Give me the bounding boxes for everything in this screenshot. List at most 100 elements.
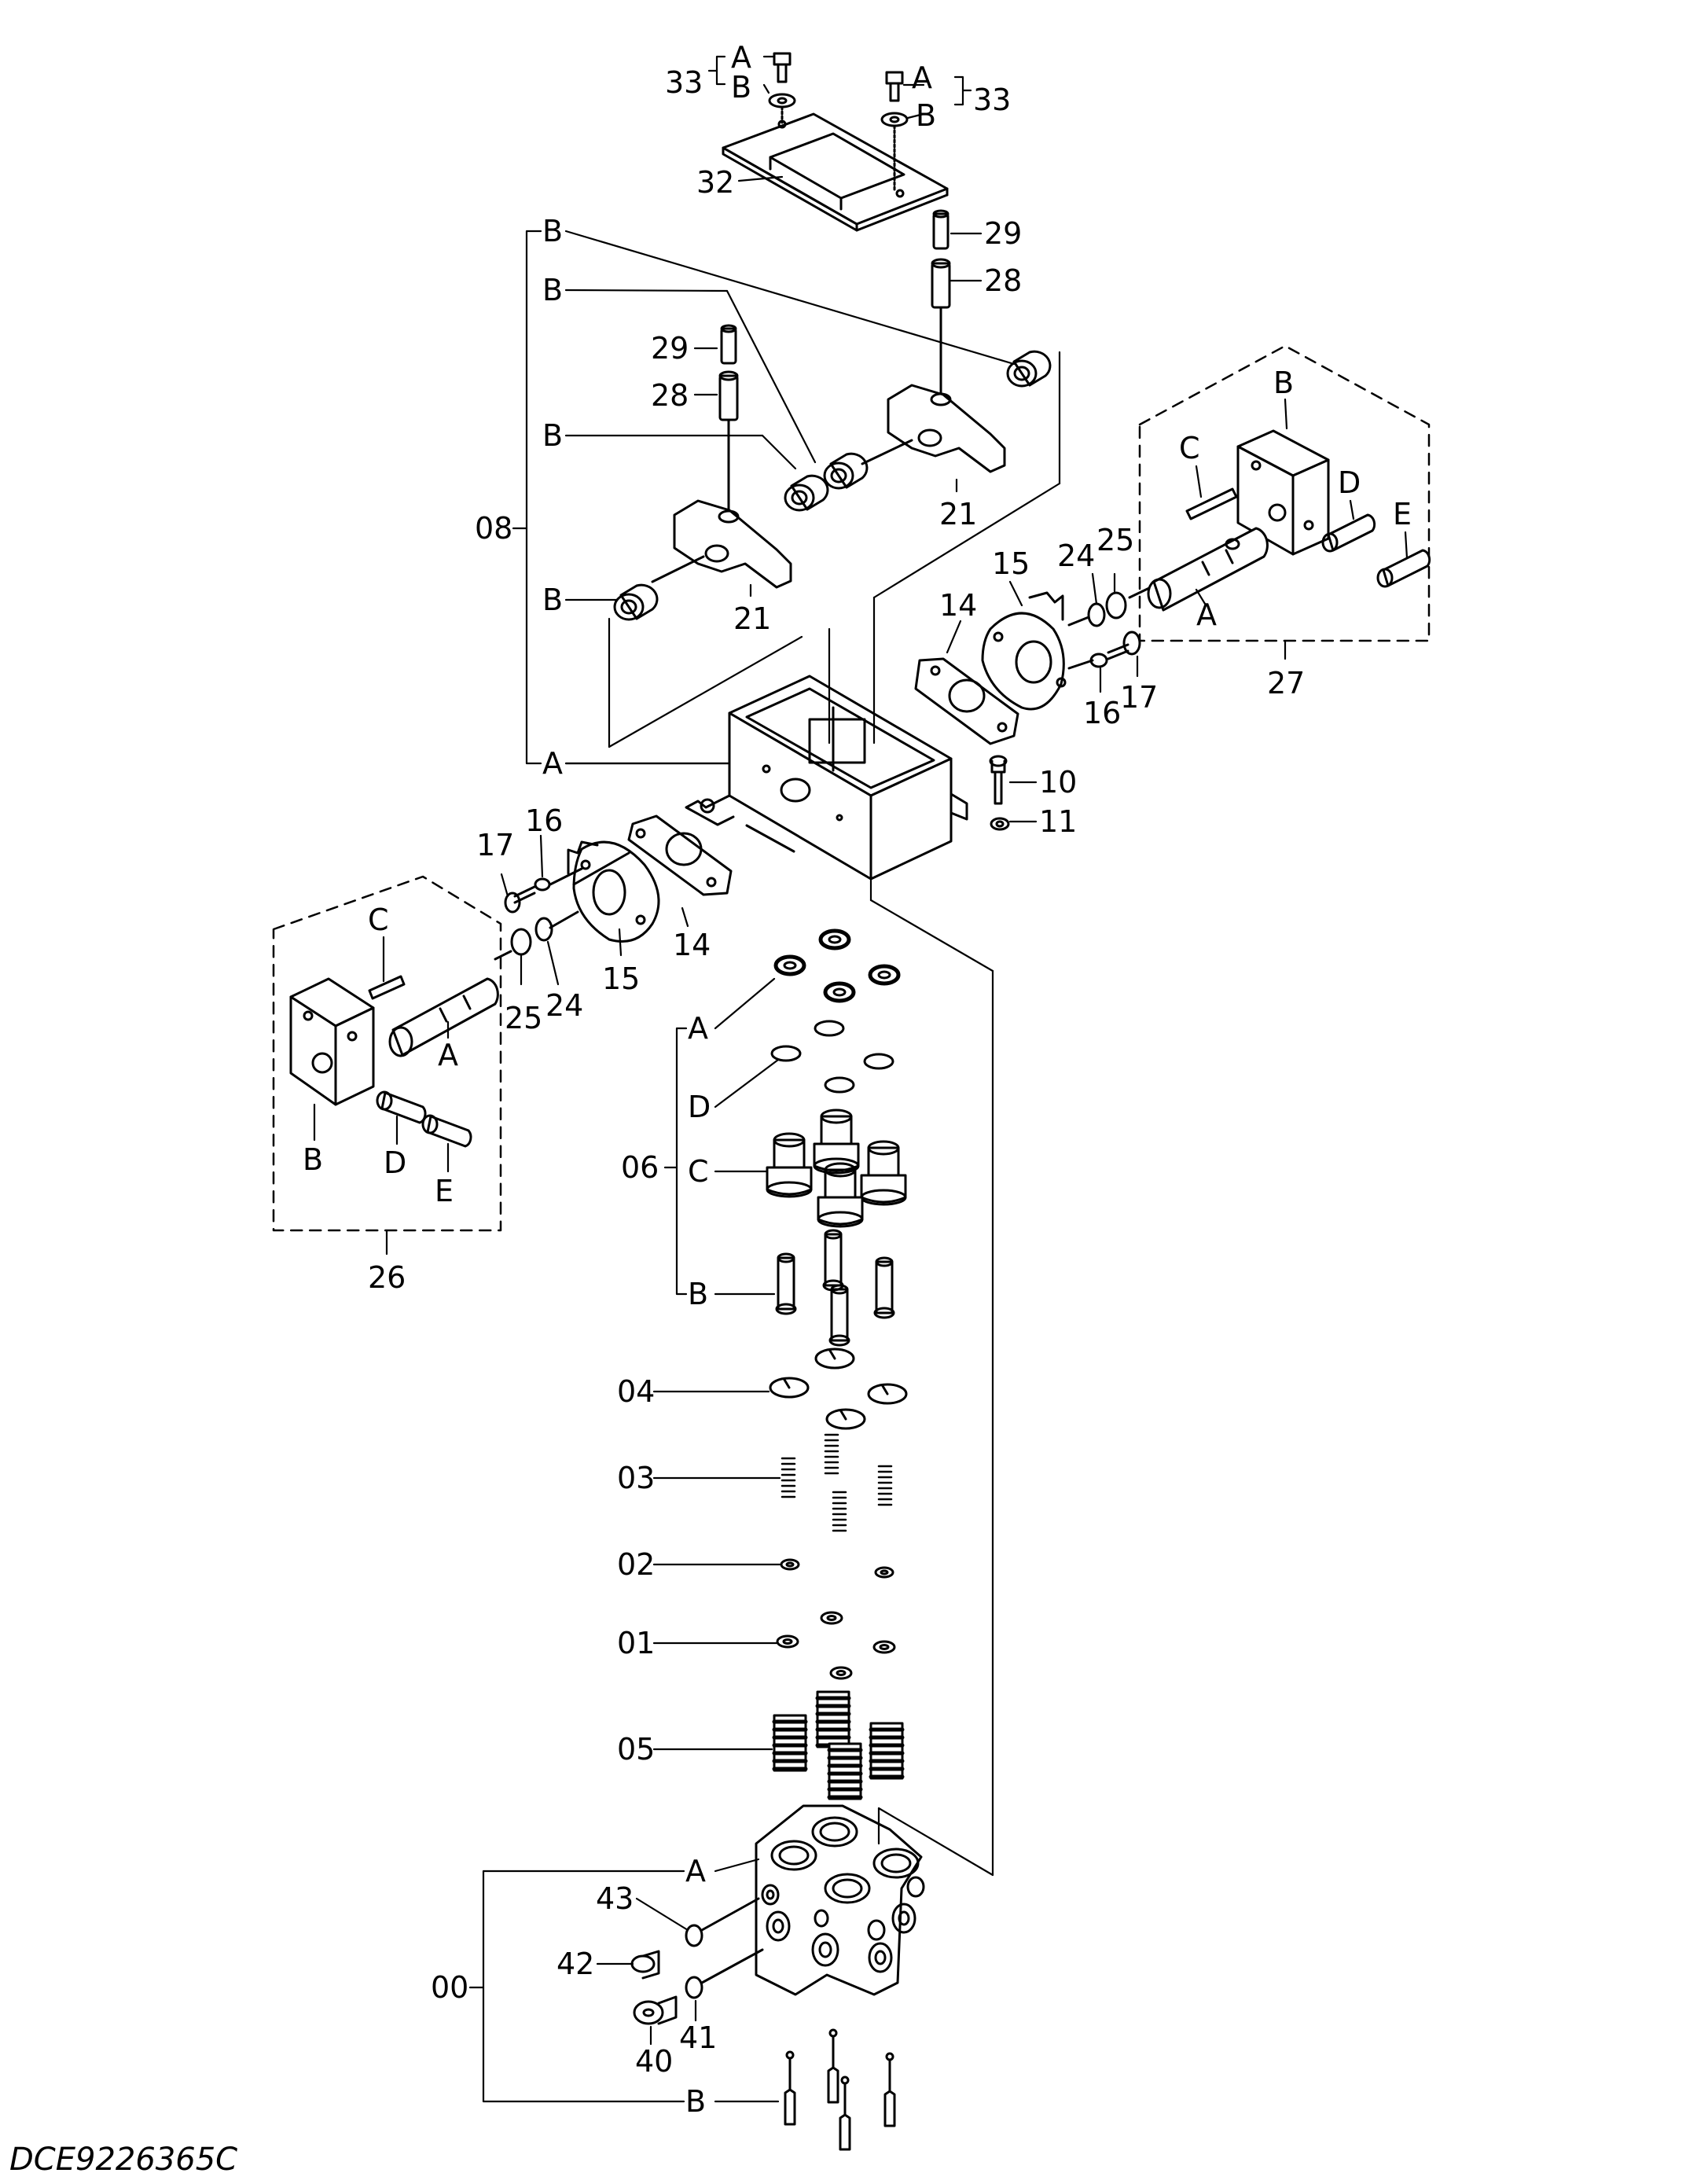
bushing-b-2 — [823, 452, 869, 490]
label-00-b: B — [685, 2084, 706, 2119]
push-rod-b-group — [784, 2028, 896, 2151]
label-02: 02 — [617, 1547, 655, 1582]
part-labels: 33 A B A B 33 32 29 28 29 28 B B B B A 0… — [303, 40, 1412, 2119]
label-26-a: A — [438, 1038, 458, 1072]
label-08-b4: B — [542, 583, 563, 617]
label-28-right: 28 — [984, 263, 1022, 298]
label-29-right: 29 — [984, 216, 1022, 251]
label-27-e: E — [1393, 497, 1412, 531]
bushing-b-1 — [1006, 350, 1052, 388]
label-43: 43 — [596, 1881, 634, 1916]
label-27-a: A — [1196, 597, 1217, 632]
label-06-c: C — [688, 1154, 709, 1189]
spring-seat-04-group — [769, 1348, 908, 1430]
label-04: 04 — [617, 1374, 655, 1409]
label-21-left: 21 — [733, 601, 771, 636]
label-08-a: A — [542, 746, 563, 781]
washer-16-left — [534, 877, 551, 892]
oring-25-left — [510, 928, 532, 956]
seal-a-group — [773, 928, 901, 1003]
label-05: 05 — [617, 1732, 655, 1767]
bolt-33-right — [880, 71, 909, 193]
label-25-left: 25 — [505, 1001, 542, 1035]
bolt-33-left — [768, 52, 796, 124]
group-26 — [272, 875, 502, 1232]
screw-17-left — [504, 885, 536, 914]
oring-41 — [685, 1976, 703, 1999]
pin-29-right — [932, 209, 950, 250]
label-26-b: B — [303, 1142, 323, 1177]
label-28-left: 28 — [651, 378, 689, 413]
label-32: 32 — [696, 165, 734, 200]
screw-10 — [989, 755, 1008, 805]
oring-43 — [685, 1924, 703, 1947]
oring-24-right — [1087, 602, 1106, 627]
label-06-b: B — [688, 1277, 708, 1311]
bushing-b-4 — [613, 583, 659, 621]
label-41: 41 — [679, 2020, 717, 2055]
lever-21-left — [673, 499, 792, 589]
label-26-e: E — [435, 1174, 454, 1208]
label-08: 08 — [475, 511, 512, 546]
group-27 — [1138, 344, 1431, 642]
label-40: 40 — [635, 2044, 673, 2079]
gasket-14-right — [914, 657, 1019, 745]
plug-c-group — [766, 1109, 907, 1228]
oring-24-left — [534, 917, 553, 942]
label-33-left-a: A — [731, 40, 751, 75]
plug-42 — [630, 1950, 660, 1980]
label-03: 03 — [617, 1461, 655, 1495]
drawing-code: DCE9226365C — [9, 2142, 237, 2178]
label-08-b1: B — [542, 214, 563, 248]
cover-plate-32 — [722, 112, 949, 232]
spring-05-group — [772, 1690, 905, 1800]
label-00-a: A — [685, 1854, 706, 1888]
cam-15-right — [981, 591, 1067, 711]
label-26: 26 — [368, 1260, 406, 1295]
label-08-b3: B — [542, 418, 563, 453]
washer-01-group — [776, 1611, 896, 1680]
label-06-d: D — [688, 1090, 711, 1124]
label-01: 01 — [617, 1626, 655, 1660]
label-27-b: B — [1273, 366, 1294, 400]
label-16-left: 16 — [525, 803, 563, 838]
washer-d-group — [770, 1020, 894, 1094]
label-26-c: C — [368, 903, 389, 937]
label-27-c: C — [1179, 431, 1200, 465]
label-26-d: D — [384, 1145, 406, 1180]
valve-body-00 — [755, 1804, 925, 1996]
label-21-right: 21 — [939, 497, 977, 531]
pin-28-right — [931, 258, 951, 309]
label-29-left: 29 — [651, 331, 689, 366]
label-27-d: D — [1338, 465, 1361, 500]
screw-17-right — [1107, 631, 1141, 660]
washer-11 — [990, 817, 1010, 831]
label-00: 00 — [431, 1970, 468, 2005]
label-17-left: 17 — [476, 828, 514, 862]
label-25-right: 25 — [1096, 523, 1134, 557]
label-33-right-a: A — [912, 61, 932, 95]
cam-15-left — [567, 840, 660, 943]
label-14-left: 14 — [673, 928, 711, 962]
label-06-a: A — [688, 1011, 708, 1046]
spring-03-group — [781, 1433, 893, 1532]
plug-40 — [633, 1995, 678, 2025]
label-06: 06 — [621, 1150, 659, 1185]
label-24-right: 24 — [1057, 539, 1095, 573]
spool-b-group — [775, 1229, 895, 1347]
label-42: 42 — [556, 1947, 594, 1981]
label-11: 11 — [1039, 804, 1077, 839]
oring-25-right — [1105, 591, 1127, 620]
label-15-right: 15 — [992, 546, 1030, 581]
pin-29-left — [720, 324, 737, 365]
label-08-b2: B — [542, 273, 563, 307]
label-33-right: 33 — [973, 83, 1011, 117]
label-33-left: 33 — [665, 65, 703, 100]
label-15-left: 15 — [602, 961, 640, 996]
pin-28-left — [718, 370, 739, 421]
bushing-b-3 — [784, 474, 829, 512]
casing — [685, 675, 968, 881]
label-16-right: 16 — [1083, 696, 1121, 730]
